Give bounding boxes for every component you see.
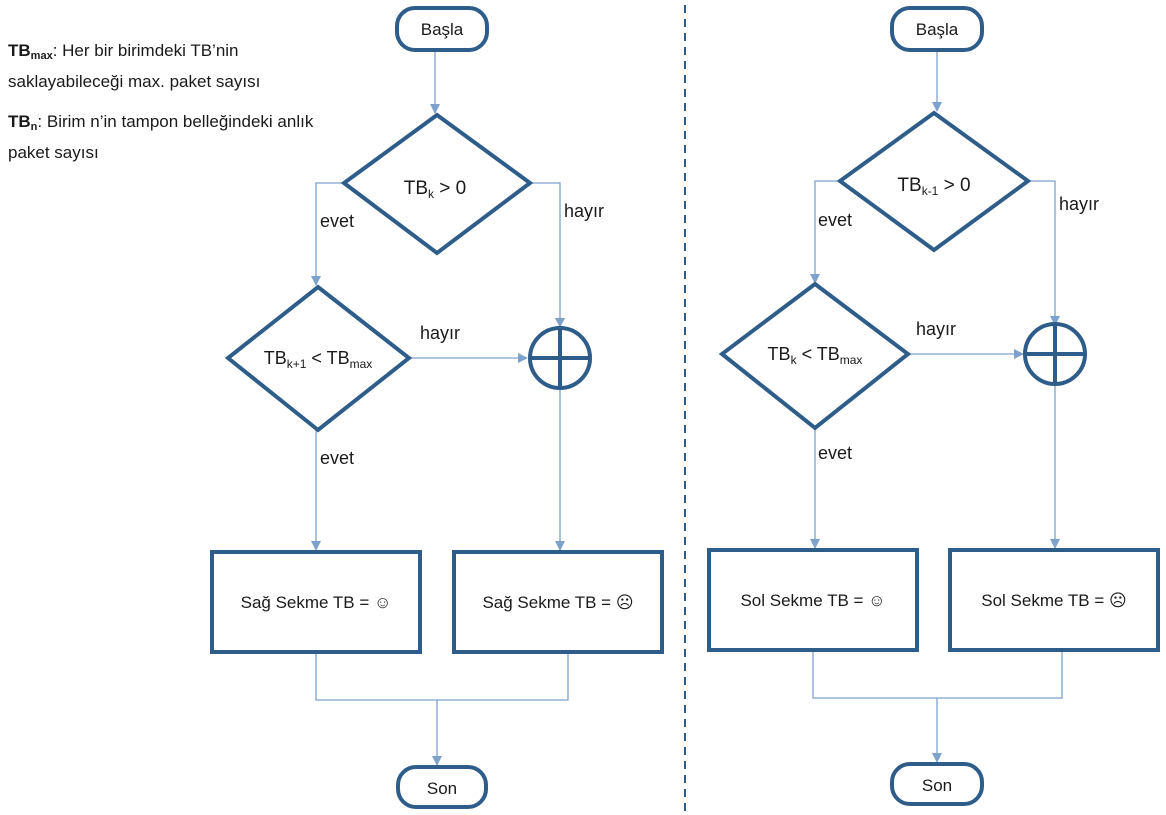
left-box-sad-shape	[452, 550, 664, 654]
legend-tbn-term: TB	[8, 112, 31, 131]
right-end-shape	[890, 762, 984, 806]
legend-tbn-desc: : Birim n’in tampon belleğindeki anlık p…	[8, 112, 314, 162]
left-edges	[311, 50, 569, 766]
right-cond2-no-label: hayır	[916, 319, 956, 339]
right-cond2-sub: k	[791, 353, 798, 367]
left-decision-2: TBk+1 < TBmax	[224, 284, 413, 433]
right-junction-symbol	[1023, 322, 1087, 386]
right-decision-2-label: TBk < TBmax	[768, 344, 863, 367]
right-cond1-yes-label: evet	[818, 210, 852, 230]
left-cond2-mid: < TB	[306, 348, 349, 368]
left-box-sad-label: Sağ Sekme TB = ☹	[482, 593, 633, 612]
left-box-happy-label: Sağ Sekme TB = ☺	[241, 593, 392, 612]
right-box-happy-shape	[707, 548, 919, 652]
right-edge-cond1-yes	[810, 180, 840, 284]
right-flowchart: Başla TBk-1 > 0 evet hayır TBk < TBmax h…	[707, 6, 1160, 806]
left-box-happy: Sağ Sekme TB = ☺	[210, 550, 422, 654]
left-cond1-no-label: hayır	[564, 201, 604, 221]
left-edge-cond1-yes	[311, 182, 344, 286]
left-cond2-no-label: hayır	[420, 323, 460, 343]
legend-tbmax-sub: max	[30, 50, 53, 62]
right-start-shape	[890, 6, 984, 52]
legend-tbmax-term: TB	[8, 41, 31, 60]
right-end-terminal: Son	[890, 762, 984, 806]
right-cond1-no-label: hayır	[1059, 194, 1099, 214]
legend-tbn: TBn: Birim n’in tampon belleğindeki anlı…	[8, 109, 348, 166]
left-box-sad: Sağ Sekme TB = ☹	[452, 550, 664, 654]
left-cond2-sub2: max	[350, 357, 373, 371]
left-end-shape	[396, 765, 488, 809]
left-start-label: Başla	[421, 20, 464, 39]
right-cond2-yes-label: evet	[818, 443, 852, 463]
right-decision-2-shape	[718, 281, 912, 431]
right-box-happy-label: Sol Sekme TB = ☺	[740, 591, 885, 610]
left-end-label: Son	[427, 779, 457, 798]
right-cond1-term: TB	[897, 175, 921, 196]
left-flowchart: Başla TBk > 0 evet hayır TBk+1 < TBmax h…	[210, 6, 664, 809]
right-cond2-term: TB	[768, 344, 791, 364]
right-cond1-rest: > 0	[938, 175, 970, 196]
right-box-sad-shape	[948, 548, 1160, 652]
left-decision-2-label: TBk+1 < TBmax	[264, 348, 373, 371]
left-edge-cond1-no	[530, 182, 565, 328]
left-start-shape	[395, 6, 489, 52]
left-junction-symbol	[528, 326, 592, 390]
right-box-sad-label: Sol Sekme TB = ☹	[981, 591, 1126, 610]
right-decision-1-label: TBk-1 > 0	[897, 175, 970, 198]
left-cond1-yes-label: evet	[320, 211, 354, 231]
left-cond2-sub: k+1	[287, 357, 307, 371]
right-edges	[810, 50, 1063, 763]
legend-tbn-sub: n	[30, 121, 38, 133]
right-start-terminal: Başla	[890, 6, 984, 52]
right-decision-2: TBk < TBmax	[718, 281, 912, 431]
right-box-sad: Sol Sekme TB = ☹	[948, 548, 1160, 652]
left-cond1-sub: k	[428, 187, 435, 201]
left-cond2-term: TB	[264, 348, 287, 368]
legend-tbmax-desc: : Her bir birimdeki TB’nin saklayabilece…	[8, 41, 261, 91]
right-cond2-sub2: max	[840, 353, 863, 367]
left-decision-1-label: TBk > 0	[404, 178, 467, 201]
right-decision-1-shape	[836, 110, 1032, 253]
left-decision-1-shape	[340, 112, 534, 256]
right-cond1-sub: k-1	[922, 184, 939, 198]
right-end-label: Son	[922, 776, 952, 795]
right-decision-1: TBk-1 > 0	[836, 110, 1032, 253]
right-start-label: Başla	[916, 20, 959, 39]
right-edge-merge	[812, 650, 1063, 699]
left-cond1-rest: > 0	[434, 178, 466, 199]
right-cond2-mid: < TB	[797, 344, 840, 364]
left-end-terminal: Son	[396, 765, 488, 809]
left-cond1-term: TB	[404, 178, 428, 199]
left-start-terminal: Başla	[395, 6, 489, 52]
left-cond2-yes-label: evet	[320, 448, 354, 468]
left-edge-merge	[315, 652, 569, 701]
left-box-happy-shape	[210, 550, 422, 654]
legend-tbmax: TBmax: Her bir birimdeki TB’nin saklayab…	[8, 38, 348, 95]
left-decision-1: TBk > 0	[340, 112, 534, 256]
legend: TBmax: Her bir birimdeki TB’nin saklayab…	[8, 38, 348, 180]
right-edge-cond1-no	[1028, 180, 1060, 326]
right-box-happy: Sol Sekme TB = ☺	[707, 548, 919, 652]
left-decision-2-shape	[224, 284, 413, 433]
